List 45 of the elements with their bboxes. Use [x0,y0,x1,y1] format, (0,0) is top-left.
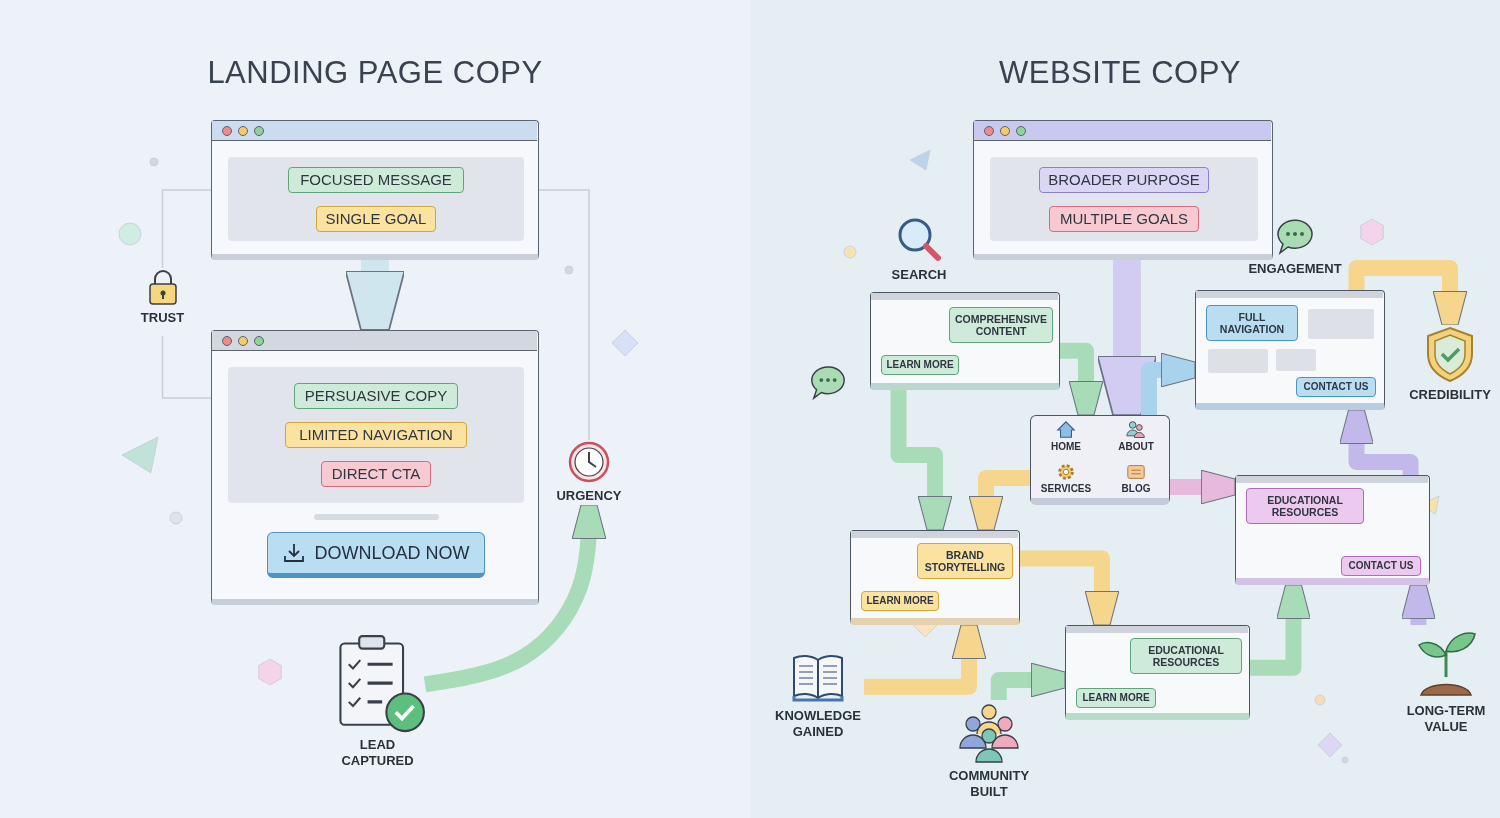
tag-label: LEARN MORE [1076,688,1156,708]
menu-item-label: SERVICES [1039,483,1093,495]
tag-label: LEARN MORE [861,591,939,611]
tag-label: SINGLE GOAL [316,206,436,232]
web-page-card [1235,475,1430,585]
navigation-menu-card [1030,415,1170,505]
connector-line [161,335,212,399]
menu-item-label: BLOG [1120,483,1152,495]
tag-label: MULTIPLE GOALS [1049,206,1199,232]
icon-caption: URGENCY [555,488,623,504]
connector-line [538,189,590,441]
web-page-card [870,292,1060,390]
icon-caption: SEARCH [890,267,948,283]
menu-item-label: ABOUT [1117,441,1155,453]
tag-label: EDUCATIONAL RESOURCES [1246,488,1364,524]
browser-window [211,120,539,260]
icon-caption: LEAD CAPTURED [340,737,415,770]
section-title: LANDING PAGE COPY [206,55,544,91]
web-page-card [850,530,1020,625]
icon-caption: COMMUNITY BUILT [947,768,1031,800]
tag-label: DIRECT CTA [321,461,431,487]
tag-label: FULL NAVIGATION [1206,305,1298,341]
download-button: DOWNLOAD NOW [267,532,485,578]
icon-caption: ENGAGEMENT [1247,261,1343,277]
tag-label: CONTACT US [1296,377,1376,397]
browser-window [973,120,1273,260]
tag-label: PERSUASIVE COPY [294,383,458,409]
connector-line [161,189,212,269]
tag-label: COMPREHENSIVE CONTENT [949,307,1053,343]
tag-label: LIMITED NAVIGATION [285,422,467,448]
web-page-card [1065,625,1250,720]
icon-caption: CREDIBILITY [1408,387,1492,403]
browser-window [211,330,539,605]
tag-label: FOCUSED MESSAGE [288,167,464,193]
menu-item-label: HOME [1050,441,1082,453]
tag-label: CONTACT US [1341,556,1421,576]
tag-label: EDUCATIONAL RESOURCES [1130,638,1242,674]
tag-label: LEARN MORE [881,355,959,375]
section-title: WEBSITE COPY [998,55,1242,91]
icon-caption: TRUST [139,310,186,326]
web-page-card [1195,290,1385,410]
tag-label: BRAND STORYTELLING [917,543,1013,579]
icon-caption: LONG-TERM VALUE [1405,703,1487,735]
tag-label: BROADER PURPOSE [1039,167,1209,193]
icon-caption: KNOWLEDGE GAINED [774,708,862,740]
